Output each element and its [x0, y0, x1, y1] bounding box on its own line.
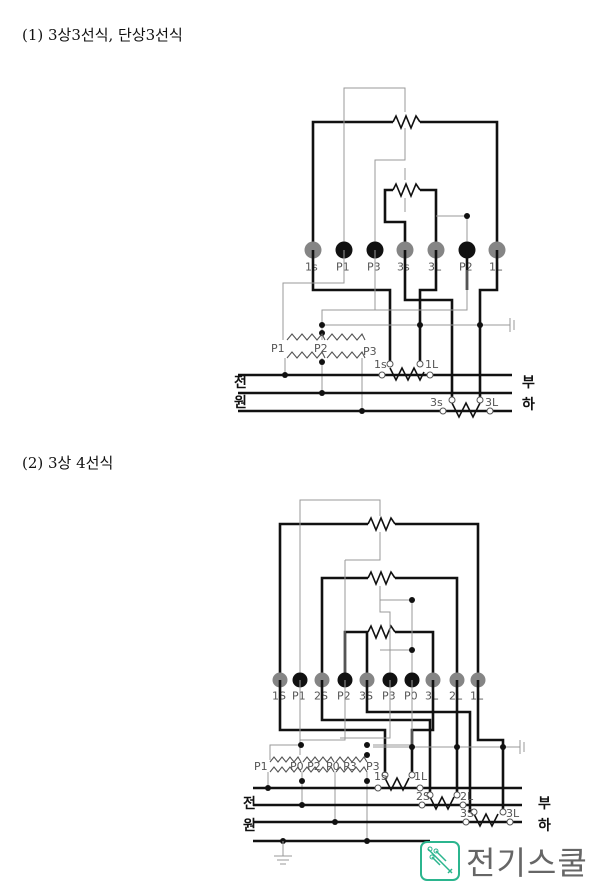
- ct3-coil-icon: [451, 401, 481, 419]
- ground-icon: [274, 841, 292, 865]
- vt-label: P0 P3: [326, 760, 357, 773]
- load-label: 하: [538, 817, 551, 834]
- circuit-pencil-icon: [420, 841, 460, 881]
- source-label: 전: [234, 374, 247, 391]
- terminal-label: 3s: [397, 261, 410, 274]
- source-label: 원: [234, 395, 247, 411]
- ct2-coil-icon: [429, 795, 455, 811]
- section1-title: (1) 3상3선식, 단상3선식: [22, 26, 183, 44]
- ct-label: 1S: [374, 770, 388, 783]
- ct1-coil-icon: [389, 366, 425, 382]
- terminal-label: P0: [404, 690, 418, 703]
- source-label: 전: [243, 795, 256, 812]
- diagram-3phase-4wire: 1S P1 2S P2 3S P3 P0 3L 2L 1L: [243, 499, 551, 865]
- terminal-label: P3: [382, 690, 396, 703]
- terminal-label: 1s: [305, 261, 318, 274]
- ct-label: 1L: [414, 770, 428, 783]
- ct-label: 1L: [425, 358, 439, 371]
- vt-label: P3: [366, 760, 380, 773]
- watermark-text: 전기스쿨: [466, 844, 588, 882]
- resistor-icon: [367, 515, 396, 533]
- ct-label: 1s: [374, 358, 387, 371]
- load-label: 하: [522, 396, 535, 413]
- terminal-label: P1: [336, 261, 350, 274]
- vt-label: P1: [271, 342, 285, 355]
- ct-label: 2L: [460, 790, 474, 803]
- source-label: 원: [243, 818, 256, 834]
- vt-label: P0 P2: [290, 760, 321, 773]
- vt-label: P2: [314, 342, 328, 355]
- resistor-icon: [367, 569, 396, 587]
- resistor-icon: [367, 623, 396, 641]
- terminal-label: P1: [292, 690, 306, 703]
- watermark-logo: 전기스쿨: [420, 838, 588, 884]
- vt-label: P1: [254, 760, 268, 773]
- ct-label: 3L: [506, 807, 520, 820]
- ct3-coil-icon: [473, 812, 499, 828]
- ct-label: 3s: [430, 396, 443, 409]
- resistor-icon: [392, 113, 421, 131]
- ct-label: 3L: [485, 396, 499, 409]
- vt-label: P3: [363, 345, 377, 358]
- resistor-icon: [392, 181, 421, 199]
- section2-title: (2) 3상 4선식: [22, 454, 114, 472]
- load-label: 부: [522, 375, 535, 391]
- ct-label: 2S: [416, 790, 430, 803]
- terminal-label: P2: [337, 690, 351, 703]
- load-label: 부: [538, 796, 551, 812]
- ct-label: 3S: [460, 807, 474, 820]
- terminal-label: P3: [367, 261, 381, 274]
- ct1-coil-icon: [384, 776, 410, 792]
